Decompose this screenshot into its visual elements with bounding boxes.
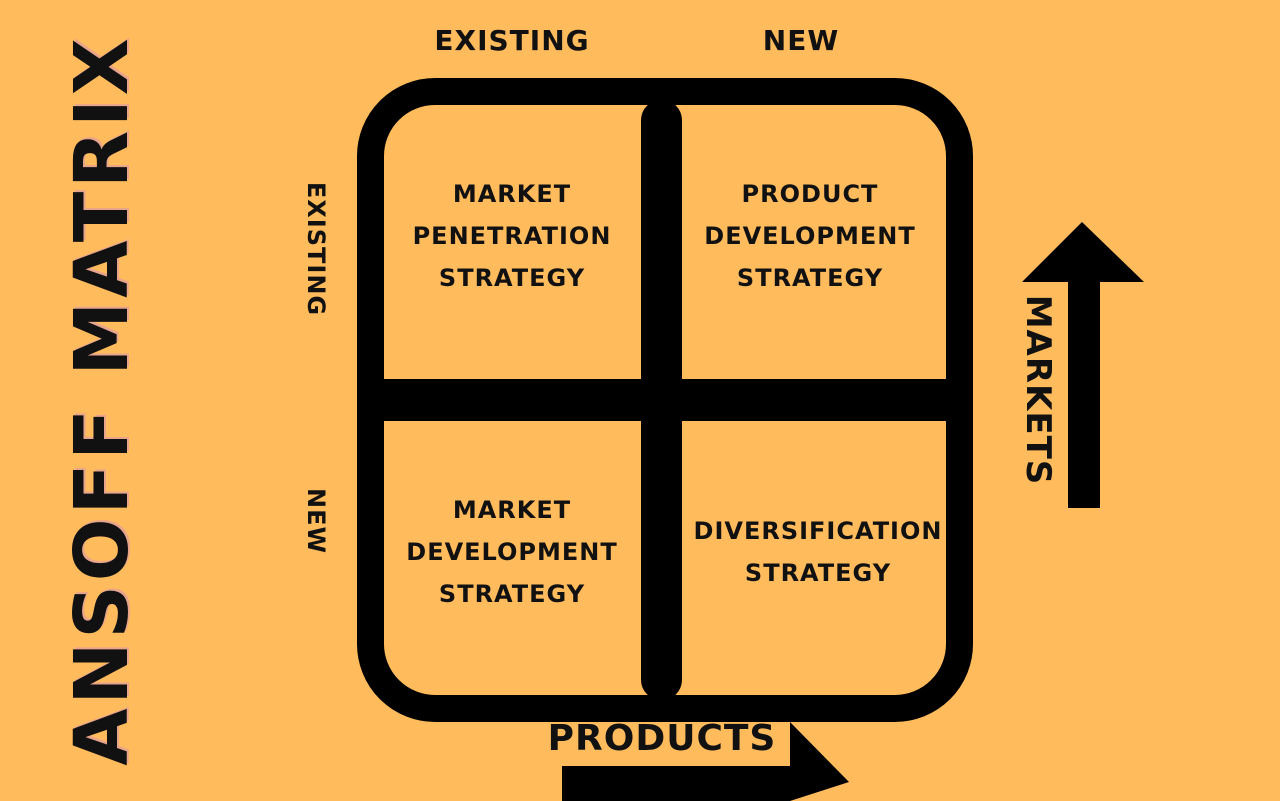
products-axis-label: PRODUCTS <box>547 718 777 759</box>
row-header-new: NEW <box>302 488 330 554</box>
cell-diversification: DIVERSIFICATION STRATEGY <box>693 517 943 587</box>
markets-axis-label: MARKETS <box>1018 294 1058 486</box>
products-right-arrow-icon <box>562 722 849 801</box>
row-header-existing: EXISTING <box>302 181 330 317</box>
column-header-new: NEW <box>762 24 840 57</box>
column-header-existing: EXISTING <box>434 24 590 57</box>
cell-market-development: MARKET DEVELOPMENT STRATEGY <box>406 496 618 608</box>
cell-product-development: PRODUCT DEVELOPMENT STRATEGY <box>704 180 916 292</box>
diagram-title: ANSOFF MATRIX <box>59 34 145 766</box>
matrix-horizontal-divider <box>360 379 972 421</box>
cell-market-penetration: MARKET PENETRATION STRATEGY <box>412 180 612 292</box>
markets-up-arrow-icon <box>1022 222 1144 508</box>
